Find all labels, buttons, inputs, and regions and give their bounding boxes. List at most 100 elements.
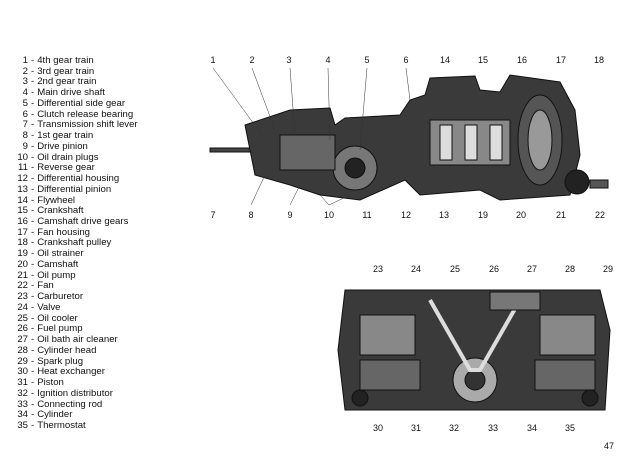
legend-item: 34-Cylinder	[6, 409, 138, 421]
legend-item: 15-Crankshaft	[6, 206, 138, 217]
legend-item: 35-Thermostat	[6, 419, 138, 432]
legend-item: 3-2nd gear train	[6, 77, 138, 88]
legend-separator: -	[31, 419, 35, 431]
legend-item: 23-Carburetor	[6, 291, 138, 303]
legend-number: 15	[17, 205, 28, 217]
legend-item: 20-Camshaft	[6, 258, 138, 271]
callout-number: 15	[477, 55, 489, 65]
legend-item: 17-Fan housing	[6, 226, 138, 239]
legend-number: 5	[22, 97, 28, 109]
legend-label: Oil drain plugs	[37, 151, 99, 163]
callout-number: 34	[526, 423, 538, 433]
callout-number: 18	[593, 55, 605, 65]
callout-number: 20	[515, 210, 527, 220]
legend-number: 29	[17, 355, 28, 367]
legend-number: 22	[17, 280, 28, 292]
legend-number: 34	[17, 409, 28, 421]
legend-separator: -	[31, 248, 35, 260]
legend-item: 12-Differential housing	[6, 173, 138, 185]
legend-label: Fan housing	[37, 226, 91, 238]
legend-label: 1st gear train	[37, 130, 94, 142]
legend-item: 7-Transmission shift lever	[6, 120, 138, 131]
legend-separator: -	[31, 87, 35, 99]
legend-number: 32	[17, 387, 28, 399]
legend-label: 2nd gear train	[37, 76, 97, 88]
legend-label: Oil strainer	[37, 248, 84, 260]
legend-label: Cylinder head	[37, 344, 97, 356]
legend-separator: -	[31, 151, 35, 163]
legend-number: 12	[17, 173, 28, 185]
side-view-drawing	[209, 74, 609, 201]
legend-number: 14	[17, 194, 28, 206]
legend-item: 6-Clutch release bearing	[6, 108, 138, 121]
legend-separator: -	[31, 409, 35, 421]
callout-number: 25	[449, 264, 461, 274]
page-number: 47	[604, 441, 615, 451]
legend-label: Differential housing	[37, 173, 120, 185]
legend-separator: -	[31, 387, 35, 399]
legend-number: 20	[17, 258, 28, 270]
legend-separator: -	[31, 55, 35, 66]
legend-label: Drive pinion	[37, 140, 88, 152]
legend-separator: -	[31, 183, 35, 195]
callout-number: 35	[564, 423, 576, 433]
legend-separator: -	[31, 237, 35, 249]
legend-label: 3rd gear train	[37, 65, 95, 77]
legend-number: 26	[17, 323, 28, 335]
legend-item: 28-Cylinder head	[6, 344, 138, 357]
legend-label: 4th gear train	[37, 55, 94, 66]
legend-number: 8	[22, 130, 28, 142]
legend-number: 1	[22, 55, 28, 66]
legend-item: 11-Reverse gear	[6, 163, 138, 174]
legend-label: Connecting rod	[37, 398, 103, 410]
legend-item: 31-Piston	[6, 377, 138, 389]
legend-number: 25	[17, 312, 28, 324]
callout-number: 11	[362, 210, 372, 220]
legend-separator: -	[31, 334, 35, 346]
legend-label: Camshaft drive gears	[37, 216, 129, 228]
legend-item: 30-Heat exchanger	[6, 367, 138, 378]
legend-label: Valve	[37, 301, 61, 313]
legend-separator: -	[31, 97, 35, 109]
legend-separator: -	[31, 291, 35, 303]
callout-number: 10	[323, 210, 335, 220]
legend-separator: -	[31, 162, 35, 174]
legend-number: 30	[17, 366, 28, 378]
legend-number: 33	[17, 398, 28, 410]
legend-number: 27	[17, 334, 28, 346]
legend-label: Heat exchanger	[37, 366, 105, 378]
callout-number: 5	[364, 55, 370, 65]
legend-separator: -	[31, 76, 35, 88]
legend-number: 6	[22, 108, 28, 120]
callout-number: 4	[325, 55, 331, 65]
legend-item: 1-4th gear train	[6, 55, 138, 67]
callout-number: 27	[526, 264, 538, 274]
legend-item: 32-Ignition distributor	[6, 387, 138, 400]
legend-label: Fuel pump	[37, 323, 83, 335]
legend-label: Flywheel	[37, 194, 76, 206]
callout-number: 3	[286, 55, 292, 65]
callout-number: 9	[287, 210, 293, 220]
legend-separator: -	[31, 301, 35, 313]
legend-separator: -	[31, 119, 35, 131]
legend-separator: -	[31, 65, 35, 77]
callout-number: 28	[564, 264, 576, 274]
legend-item: 10-Oil drain plugs	[6, 151, 138, 164]
legend-label: Differential pinion	[37, 183, 112, 195]
legend-number: 9	[22, 140, 28, 152]
legend-label: Crankshaft pulley	[37, 237, 112, 249]
legend-item: 5-Differential side gear	[6, 97, 138, 110]
legend-number: 16	[17, 216, 28, 228]
legend-separator: -	[31, 398, 35, 410]
legend-label: Piston	[37, 377, 64, 389]
legend-separator: -	[31, 355, 35, 367]
callout-number: 13	[438, 210, 450, 220]
legend-number: 11	[18, 162, 28, 174]
legend-label: Cylinder	[37, 409, 73, 421]
legend-separator: -	[31, 312, 35, 324]
legend-label: Clutch release bearing	[37, 108, 134, 120]
legend-number: 2	[22, 65, 28, 77]
legend-separator: -	[31, 108, 35, 120]
